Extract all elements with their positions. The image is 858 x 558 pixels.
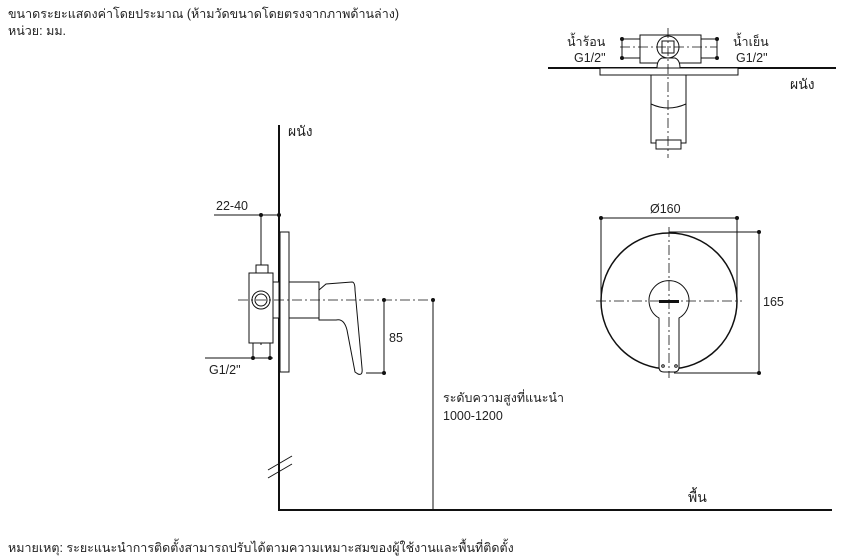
- dim-dot: [277, 213, 281, 217]
- floor-label: พื้น: [688, 487, 707, 505]
- dim-dot: [620, 37, 624, 41]
- hot-size-label: G1/2": [574, 51, 606, 65]
- unit-note: หน่วย: มม.: [8, 24, 66, 38]
- hot-water-label: น้ำร้อน: [567, 32, 606, 49]
- handle-dim-label: 85: [389, 331, 403, 345]
- dim-dot: [715, 56, 719, 60]
- height-dim-label: 165: [763, 295, 784, 309]
- dim-dot: [268, 356, 272, 360]
- cover-plate: [279, 231, 290, 373]
- depth-dim-label: 22-40: [216, 199, 248, 213]
- approx-dimensions-note: ขนาดระยะแสดงค่าโดยประมาณ (ห้ามวัดขนาดโดย…: [8, 6, 399, 21]
- dim-dot: [715, 37, 719, 41]
- top-cover-plate: [599, 67, 739, 76]
- dim-dot: [431, 298, 435, 302]
- top-view: น้ำร้อน G1/2" น้ำเย็น G1/2" ผนัง: [548, 28, 836, 158]
- dim-dot: [382, 298, 386, 302]
- top-valve-base: [656, 57, 681, 69]
- side-wall-label: ผนัง: [288, 123, 313, 139]
- cold-size-label: G1/2": [736, 51, 768, 65]
- top-spindle: [650, 74, 687, 144]
- dim-dot: [382, 371, 386, 375]
- top-handle-tip: [655, 139, 682, 150]
- dim-dot: [259, 213, 263, 217]
- diameter-dim-label: Ø160: [650, 202, 681, 216]
- dim-dot: [620, 56, 624, 60]
- front-view: Ø160 165: [596, 202, 784, 378]
- lever-handle: [318, 281, 363, 375]
- side-view: ผนัง พื้น 22-40 85 ระดับความสูงที่แนะนำ …: [205, 123, 832, 511]
- dim-dot: [251, 356, 255, 360]
- cold-water-label: น้ำเย็น: [733, 32, 769, 49]
- dim-dot: [599, 216, 603, 220]
- break-mark: [267, 463, 293, 479]
- dim-dot: [735, 216, 739, 220]
- recommended-height-value: 1000-1200: [443, 409, 503, 423]
- screw: [661, 364, 665, 368]
- thread-dim-label: G1/2": [209, 363, 241, 377]
- dim-dot: [757, 371, 761, 375]
- recommended-height-label: ระดับความสูงที่แนะนำ: [443, 389, 564, 406]
- remark-note: หมายเหตุ: ระยะแนะนำการติดตั้งสามารถปรับไ…: [8, 538, 514, 556]
- dim-dot: [757, 230, 761, 234]
- screw: [674, 364, 678, 368]
- break-mark: [267, 455, 293, 471]
- top-wall-label: ผนัง: [790, 76, 815, 92]
